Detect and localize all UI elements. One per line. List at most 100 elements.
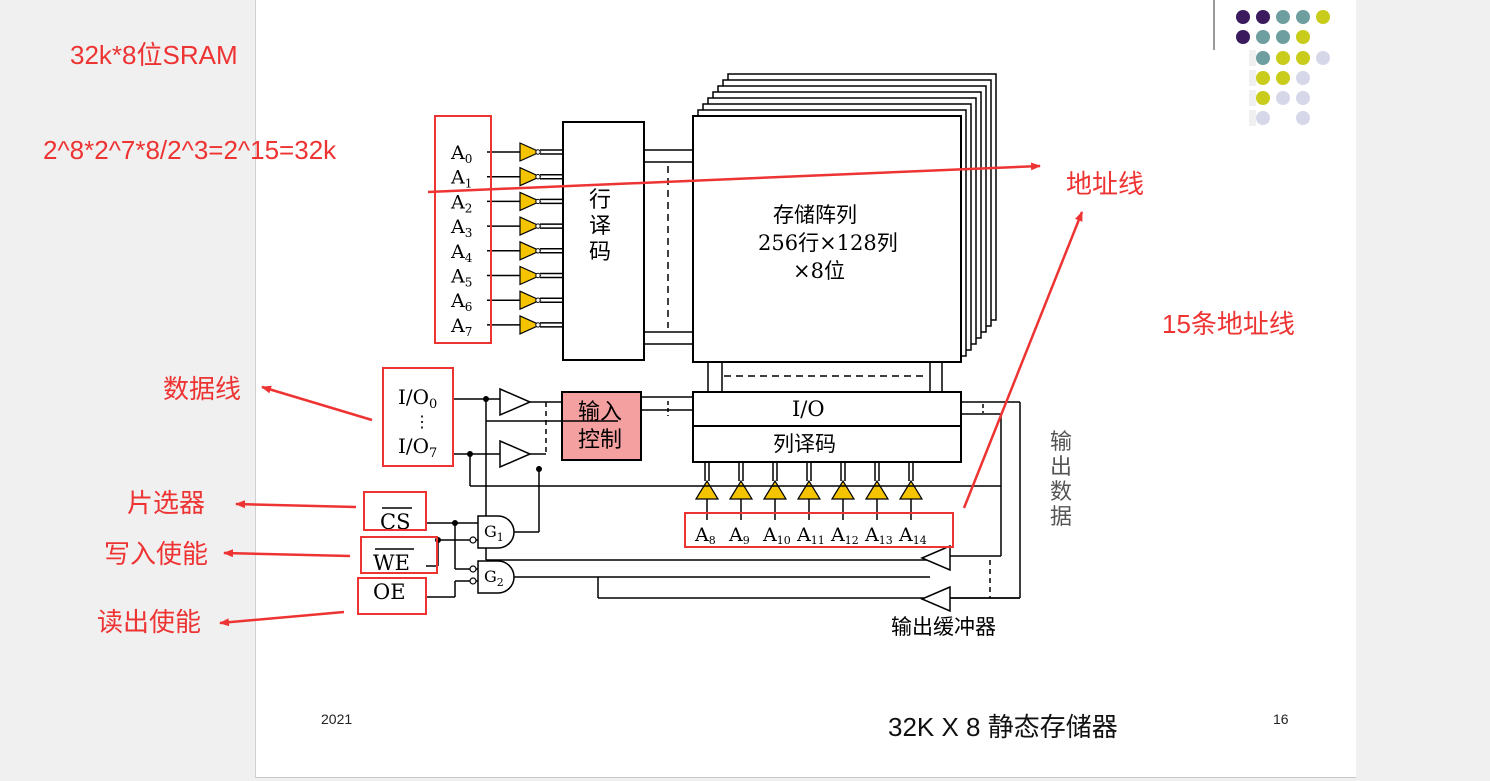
data-in-buffer-1 [499,387,532,417]
decorative-dot [1296,91,1310,105]
write-enable-annotation: 写入使能 [104,539,208,569]
io-pin-first: I/O0 [398,385,437,412]
footer-title: 32K X 8 静态存储器 [888,712,1118,742]
row-decoder-label-2: 译 [589,214,611,239]
decorative-dot [1296,51,1310,65]
column-address-label: A9 [728,524,750,547]
array-io-bus [707,362,943,392]
column-address-buffer [830,479,856,500]
output-wiring [950,401,1021,599]
row-address-buffer [519,216,542,237]
fifteen-address-lines-annotation: 15条地址线 [1162,309,1295,339]
memory-array-width: ×8位 [793,259,845,283]
column-decoder-block [692,425,962,463]
row-bus [644,149,693,345]
junction-dot [469,536,477,544]
input-control-block [561,391,642,461]
decorative-dot [1276,91,1290,105]
dot-clip [1249,110,1256,126]
column-address-label: A14 [898,524,927,547]
address-arrow-1 [427,162,1041,194]
decorative-dot [1316,51,1330,65]
write-enable-arrow [223,549,351,558]
output-buffer-2 [920,585,951,613]
column-address-buffer [728,479,754,500]
io-pins-highlight [382,367,454,467]
cs-highlight [363,491,427,531]
oe-highlight [357,577,427,615]
row-address-buffer [519,240,542,261]
data-lines-annotation: 数据线 [163,374,241,404]
junction-dot [469,577,477,585]
junction-dot [467,451,473,457]
decorative-dot [1296,71,1310,85]
input-control-label-2: 控制 [578,428,622,453]
sram-title-annotation: 32k*8位SRAM [70,40,238,70]
decorative-dot [1296,30,1310,44]
row-buffer-bubble [535,174,541,180]
we-highlight [360,536,438,574]
row-address-label: A7 [450,315,472,339]
junction-dot [536,466,542,472]
svg-text:出: 出 [1050,455,1072,480]
row-address-buffer [519,314,542,335]
input-control-bus [641,396,693,416]
decorative-dot [1296,111,1310,125]
svg-text:输: 输 [1050,430,1072,455]
output-buffer-label: 输出缓冲器 [891,615,996,639]
row-address-label: A5 [450,266,472,290]
junction-dot [469,565,477,573]
io-pin-last: I/O7 [398,434,437,461]
row-decoder-label-3: 码 [589,240,611,265]
row-buffer-bubble [535,272,541,279]
junction-dot [452,520,458,526]
chip-select-arrow [235,500,357,509]
memory-array-title: 存储阵列 [773,203,857,227]
decorative-dot [1256,111,1270,125]
column-address-label: A11 [796,524,825,547]
decorative-dot [1256,91,1270,105]
chip-select-annotation: 片选器 [127,488,205,518]
decorative-dot [1276,71,1290,85]
address-arrow-2 [962,211,1084,509]
decorative-dot [1236,30,1250,44]
io-pin-dots: ⋮ [414,412,430,431]
junction-dot [483,396,489,402]
column-address-buffer [694,479,720,500]
read-enable-annotation: 读出使能 [97,607,201,637]
decorative-dot [1256,30,1270,44]
row-buffer-bubble [535,248,541,254]
column-decoder-label: 列译码 [773,432,836,456]
io-block-label: I/O [792,397,825,421]
address-lines-annotation: 地址线 [1066,169,1144,199]
left-gutter [0,0,255,781]
memory-array-size: 256行×128列 [758,231,898,255]
decorative-dot [1296,10,1310,24]
row-address-buffer [519,191,542,212]
row-address-label: A0 [450,142,472,166]
output-data-label: 输 出 数 据 [1050,430,1072,530]
decorative-dot [1256,71,1270,85]
column-address-label: A13 [864,524,893,547]
annotation-arrows [219,162,1084,627]
row-address-label: A6 [450,290,472,314]
row-address-label: A3 [450,216,472,240]
row-address-highlight [434,115,492,344]
right-gutter [1356,0,1490,781]
output-buffer-1 [920,544,951,572]
row-address-label: A4 [450,241,473,265]
column-address-buffer [796,479,822,500]
memory-array-block [692,115,962,363]
decorative-dot-grid [1236,10,1330,126]
row-address-buffer [519,166,542,187]
capacity-formula-annotation: 2^8*2^7*8/2^3=2^15=32k [43,135,337,165]
column-address-label: A8 [694,524,716,547]
column-address-label: A10 [762,524,791,547]
decorative-dot [1236,10,1250,24]
dot-clip [1249,90,1256,106]
gate-g2-label: G2 [484,567,504,589]
data-line-arrow [261,385,373,422]
and-gate-g2 [477,560,515,594]
